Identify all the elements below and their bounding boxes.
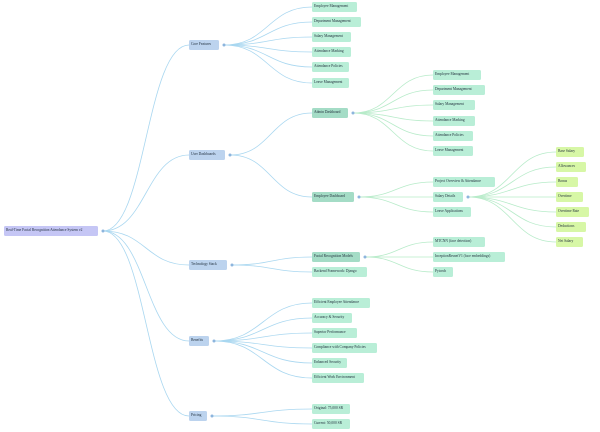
- core-feature-item[interactable]: Salary Management: [312, 32, 351, 42]
- backend-framework-node[interactable]: Backend Framework: Django: [312, 267, 367, 277]
- pricing-item[interactable]: Original: 75,000 SR: [312, 404, 350, 414]
- employee-dashboard-item[interactable]: Salary Details: [433, 192, 463, 202]
- core-feature-item[interactable]: Employee Management: [312, 2, 357, 12]
- employee-dashboard-item[interactable]: Leave Applications: [433, 207, 471, 217]
- connector-line: [358, 196, 434, 213]
- connector-line: [211, 415, 313, 425]
- connector-line: [213, 340, 313, 364]
- connector-line: [213, 302, 313, 342]
- connector-line: [467, 196, 557, 228]
- salary-detail-item[interactable]: Overtime: [556, 192, 583, 202]
- connector-line: [352, 112, 434, 152]
- connector-line: [223, 6, 313, 46]
- connector-line: [467, 151, 557, 198]
- salary-detail-item[interactable]: Base Salary: [556, 147, 584, 157]
- connector-line: [352, 89, 434, 114]
- collapse-toggle-user-dashboards[interactable]: [228, 153, 232, 157]
- core-feature-item[interactable]: Department Management: [312, 17, 361, 27]
- connector-line: [352, 112, 434, 122]
- connector-line: [358, 181, 434, 198]
- salary-detail-item[interactable]: Bonus: [556, 177, 578, 187]
- connector-line: [352, 112, 434, 137]
- benefit-item[interactable]: Accuracy & Security: [312, 313, 352, 323]
- collapse-toggle-root[interactable]: [101, 229, 105, 233]
- connector-line: [211, 408, 313, 417]
- connector-line: [102, 44, 190, 232]
- collapse-toggle-core-features[interactable]: [222, 43, 226, 47]
- salary-detail-item[interactable]: Net Salary: [556, 237, 583, 247]
- branch-technology-stack[interactable]: Technology Stack: [189, 260, 227, 270]
- connector-line: [467, 166, 557, 198]
- core-feature-item[interactable]: Leave Management: [312, 78, 349, 88]
- connector-line: [102, 230, 190, 342]
- collapse-toggle-technology-stack[interactable]: [230, 263, 234, 267]
- admin-dashboard-item[interactable]: Department Management: [433, 85, 485, 95]
- connector-line: [213, 317, 313, 342]
- collapse-toggle-employee-dashboard[interactable]: [357, 195, 361, 199]
- benefit-item[interactable]: Efficient Employee Attendance: [312, 298, 370, 308]
- collapse-toggle-pricing[interactable]: [210, 414, 214, 418]
- connector-line: [231, 256, 313, 266]
- admin-dashboard-item[interactable]: Salary Management: [433, 100, 475, 110]
- collapse-toggle-admin-dashboard[interactable]: [351, 111, 355, 115]
- connector-line: [102, 154, 190, 232]
- employee-dashboard-node[interactable]: Employee Dashboard: [312, 192, 354, 202]
- connector-line: [223, 44, 313, 84]
- pricing-item[interactable]: Current: 50,000 SR: [312, 419, 350, 429]
- connector-line: [231, 264, 313, 273]
- connector-line: [223, 36, 313, 46]
- benefit-item[interactable]: Superior Performance: [312, 328, 357, 338]
- salary-detail-item[interactable]: Overtime Rate: [556, 207, 589, 217]
- root-node[interactable]: Real-Time Facial Recognition Attendance …: [4, 226, 98, 236]
- salary-detail-item[interactable]: Deductions: [556, 222, 586, 232]
- branch-pricing[interactable]: Pricing: [189, 411, 207, 421]
- collapse-toggle-benefits[interactable]: [212, 339, 216, 343]
- admin-dashboard-item[interactable]: Attendance Marking: [433, 116, 475, 126]
- facial-model-item[interactable]: MTCNN (face detection): [433, 237, 485, 247]
- branch-user-dashboards[interactable]: User Dashboards: [189, 150, 225, 160]
- collapse-toggle-facial-models[interactable]: [363, 255, 367, 259]
- facial-model-item[interactable]: Pytorch: [433, 267, 453, 277]
- benefit-item[interactable]: Enhanced Security: [312, 358, 347, 368]
- connector-line: [102, 230, 190, 266]
- branch-benefits[interactable]: Benefits: [189, 336, 209, 346]
- connector-line: [213, 332, 313, 342]
- admin-dashboard-item[interactable]: Attendance Policies: [433, 131, 473, 141]
- connector-line: [352, 104, 434, 114]
- salary-detail-item[interactable]: Allowances: [556, 162, 586, 172]
- core-feature-item[interactable]: Attendance Marking: [312, 47, 351, 57]
- admin-dashboard-node[interactable]: Admin Dashboard: [312, 108, 348, 118]
- connector-line: [364, 256, 434, 273]
- benefit-item[interactable]: Efficient Work Environment: [312, 373, 364, 383]
- core-feature-item[interactable]: Attendance Policies: [312, 62, 349, 72]
- employee-dashboard-item[interactable]: Project Overview & Attendance: [433, 177, 495, 187]
- admin-dashboard-item[interactable]: Leave Management: [433, 146, 473, 156]
- connector-line: [223, 21, 313, 46]
- branch-core-features[interactable]: Core Features: [189, 40, 219, 50]
- collapse-toggle-salary-details[interactable]: [466, 195, 470, 199]
- connector-line: [467, 196, 557, 213]
- admin-dashboard-item[interactable]: Employee Management: [433, 70, 481, 80]
- facial-recognition-models-node[interactable]: Facial Recognition Models: [312, 252, 360, 262]
- connector-line: [229, 154, 313, 198]
- connector-line: [229, 112, 313, 156]
- connector-line: [352, 74, 434, 114]
- connector-line: [213, 340, 313, 349]
- facial-model-item[interactable]: InceptionResnetV1 (face embeddings): [433, 252, 505, 262]
- connector-line: [223, 44, 313, 53]
- connector-line: [364, 241, 434, 258]
- connector-line: [213, 340, 313, 379]
- connector-line: [467, 181, 557, 198]
- benefit-item[interactable]: Compliance with Company Policies: [312, 343, 377, 353]
- connector-line: [467, 196, 557, 243]
- connector-line: [223, 44, 313, 68]
- connector-line: [102, 230, 190, 417]
